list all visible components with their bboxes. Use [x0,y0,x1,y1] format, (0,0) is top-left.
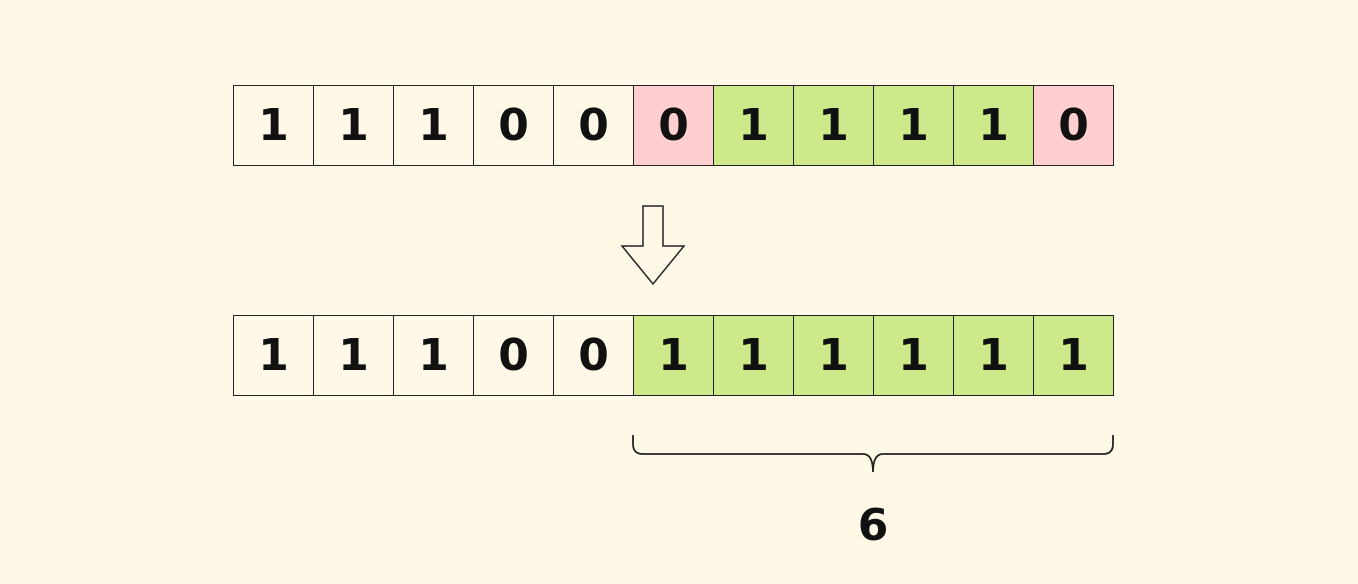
top-row-cell-5: 0 [633,85,714,166]
bottom-row-cell-4: 0 [553,315,634,396]
window-length-label: 6 [857,500,889,551]
top-row-cell-6: 1 [713,85,794,166]
bottom-row-cell-3: 0 [473,315,554,396]
top-row-cell-9: 1 [953,85,1034,166]
top-row-cell-7: 1 [793,85,874,166]
bottom-row-cell-5: 1 [633,315,714,396]
bottom-row-cell-1: 1 [313,315,394,396]
top-row-cell-3: 0 [473,85,554,166]
curly-brace-icon [632,435,1114,473]
top-row-cell-10: 0 [1033,85,1114,166]
bottom-row-cell-2: 1 [393,315,474,396]
bottom-row-cell-10: 1 [1033,315,1114,396]
bottom-row-cell-6: 1 [713,315,794,396]
bottom-row-cell-7: 1 [793,315,874,396]
down-arrow-icon [620,205,686,286]
top-row-cell-2: 1 [393,85,474,166]
bottom-row-cell-9: 1 [953,315,1034,396]
top-row-cell-8: 1 [873,85,954,166]
bottom-row-cell-8: 1 [873,315,954,396]
top-row-cell-4: 0 [553,85,634,166]
top-row-cell-0: 1 [233,85,314,166]
top-row-cell-1: 1 [313,85,394,166]
bottom-row-cell-0: 1 [233,315,314,396]
